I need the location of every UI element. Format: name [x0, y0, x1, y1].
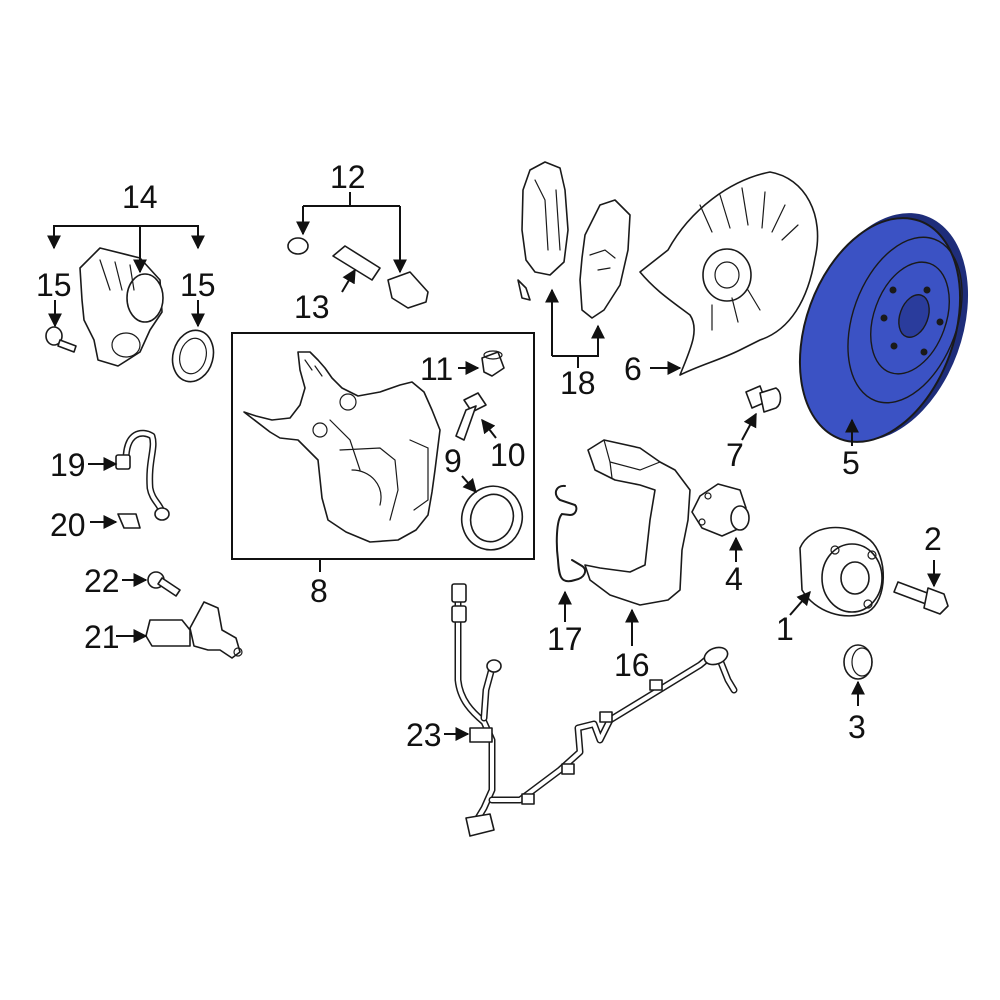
part-22-screw[interactable] [147, 571, 181, 597]
part-13-guide-pin[interactable] [332, 245, 381, 281]
part-10-bleeder[interactable] [455, 392, 487, 441]
part-23-wiring-harness[interactable] [451, 583, 738, 837]
callout-5: 5 [842, 445, 860, 481]
callout-7: 7 [726, 437, 744, 473]
part-14-brake-motor[interactable] [79, 247, 164, 367]
part-3-cap[interactable] [843, 644, 873, 680]
callout-17: 17 [547, 621, 583, 657]
part-4-stub-axle[interactable] [691, 483, 750, 537]
callout-12: 12 [330, 159, 366, 195]
callout-8: 8 [310, 573, 328, 609]
callout-9: 9 [444, 443, 462, 479]
callout-14: 14 [122, 179, 158, 215]
callout-15-left: 15 [36, 267, 72, 303]
callout-15-right: 15 [180, 267, 216, 303]
callout-1: 1 [776, 611, 794, 647]
callout-labels: 1 2 3 4 5 6 7 8 9 10 11 12 13 14 15 15 1… [36, 159, 942, 753]
callout-22: 22 [84, 563, 120, 599]
part-17-spring[interactable] [554, 484, 587, 583]
part-9-seal[interactable] [453, 478, 531, 559]
part-7-bolt[interactable] [745, 385, 782, 413]
callout-2: 2 [924, 521, 942, 557]
part-20-clip[interactable] [117, 513, 141, 529]
part-15-gasket[interactable] [167, 326, 219, 387]
part-18-brake-pads[interactable] [517, 161, 631, 319]
callout-18: 18 [560, 365, 596, 401]
leader-lines [47, 192, 941, 741]
part-5-brake-rotor[interactable] [771, 190, 998, 464]
callout-6: 6 [624, 351, 642, 387]
part-6-dust-shield[interactable] [639, 171, 819, 376]
part-8-caliper-box [231, 332, 535, 560]
callout-13: 13 [294, 289, 330, 325]
part-21-sensor[interactable] [145, 601, 243, 659]
part-1-wheel-hub[interactable] [799, 526, 885, 617]
part-12-guide-boot[interactable] [287, 237, 429, 309]
part-11-cap[interactable] [481, 350, 505, 377]
part-2-hub-bolt[interactable] [893, 581, 949, 615]
callout-21: 21 [84, 619, 120, 655]
callout-10: 10 [490, 437, 526, 473]
callout-11: 11 [420, 351, 453, 387]
part-19-brake-hose[interactable] [115, 429, 170, 521]
callout-3: 3 [848, 709, 866, 745]
part-15-screw[interactable] [45, 326, 77, 353]
part-8-brake-caliper[interactable] [243, 351, 441, 543]
callout-20: 20 [50, 507, 86, 543]
callout-16: 16 [614, 647, 650, 683]
callout-23: 23 [406, 717, 442, 753]
callout-19: 19 [50, 447, 86, 483]
part-16-caliper-bracket[interactable] [584, 439, 691, 606]
callout-4: 4 [725, 561, 743, 597]
